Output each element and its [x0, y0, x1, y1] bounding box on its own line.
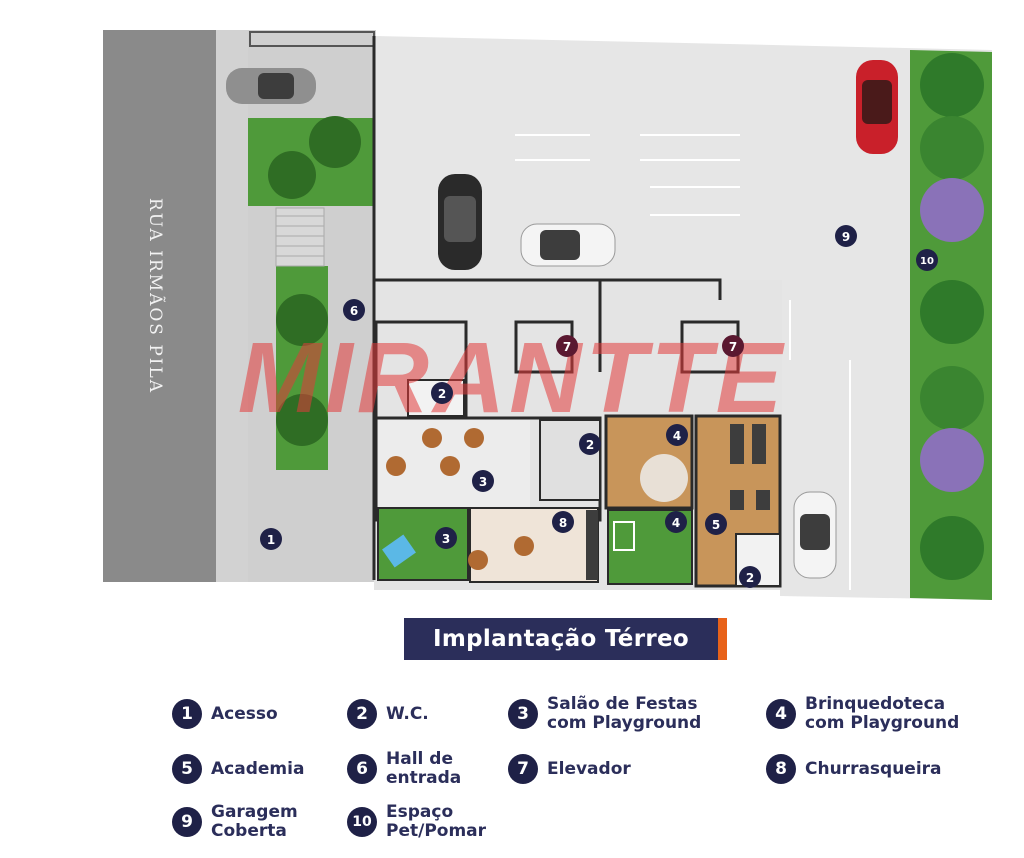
- legend-item: 1 Acesso: [172, 699, 278, 729]
- marker-5: 5: [705, 513, 727, 535]
- legend-item: 3 Salão de Festas com Playground: [508, 695, 701, 733]
- party-tables: [386, 428, 484, 476]
- car-icon: [856, 60, 898, 154]
- legend-number: 8: [766, 754, 796, 784]
- svg-text:5: 5: [712, 518, 720, 532]
- svg-text:1: 1: [267, 533, 275, 547]
- svg-text:2: 2: [746, 571, 754, 585]
- marker-7: 7: [556, 335, 578, 357]
- marker-2: 2: [579, 433, 601, 455]
- legend-label: Brinquedoteca com Playground: [805, 694, 960, 733]
- street: [103, 30, 216, 582]
- marker-6: 6: [343, 299, 365, 321]
- svg-text:2: 2: [586, 438, 594, 452]
- marker-10: 10: [916, 249, 938, 271]
- marker-2: 2: [431, 382, 453, 404]
- marker-3: 3: [435, 527, 457, 549]
- sandbox: [382, 534, 416, 568]
- marker-2: 2: [739, 566, 761, 588]
- barbecue-tables: [468, 536, 534, 570]
- svg-text:2: 2: [438, 387, 446, 401]
- svg-text:8: 8: [559, 516, 567, 530]
- sidewalk: [216, 30, 248, 582]
- svg-text:4: 4: [673, 429, 681, 443]
- street-name: RUA IRMÃOS PILA: [145, 198, 166, 394]
- palm-tree: [268, 116, 361, 199]
- legend-number: 6: [347, 754, 377, 784]
- legend-item: 5 Academia: [172, 754, 304, 784]
- svg-text:6: 6: [350, 304, 358, 318]
- legend-number: 7: [508, 754, 538, 784]
- svg-text:4: 4: [672, 516, 680, 530]
- legend-item: 4 Brinquedoteca com Playground: [766, 695, 959, 733]
- parking-stripes: [515, 134, 851, 590]
- legend-item: 10 Espaço Pet/Pomar: [347, 803, 486, 841]
- car-icon: [438, 174, 482, 270]
- car-icon: [520, 223, 616, 267]
- garage-area: [374, 36, 992, 600]
- svg-text:10: 10: [920, 256, 934, 267]
- barbecue-area: [469, 507, 599, 583]
- floor-plan: RUA IRMÃOS PILA: [103, 30, 992, 600]
- goal-icon: [613, 521, 635, 551]
- car-icon: [793, 491, 837, 579]
- legend-number: 3: [508, 699, 538, 729]
- legend-number: 5: [172, 754, 202, 784]
- gym-equipment: [730, 424, 770, 510]
- legend-label: Salão de Festas com Playground: [547, 694, 702, 733]
- legend-item: 8 Churrasqueira: [766, 754, 942, 784]
- watermark: MIRANTTE: [238, 322, 787, 434]
- palm-tree: [276, 294, 328, 446]
- svg-text:3: 3: [479, 475, 487, 489]
- title-accent: [718, 618, 727, 660]
- legend-label: Garagem Coberta: [211, 802, 298, 841]
- grill: [586, 510, 598, 580]
- legend-label: Elevador: [547, 758, 631, 779]
- legend-number: 4: [766, 699, 796, 729]
- legend-item: 9 Garagem Coberta: [172, 803, 298, 841]
- legend-item: 2 W.C.: [347, 699, 429, 729]
- legend-label: Academia: [211, 758, 305, 779]
- marker-4: 4: [665, 511, 687, 533]
- legend-label: Espaço Pet/Pomar: [386, 802, 487, 841]
- marker-8: 8: [552, 511, 574, 533]
- legend-number: 10: [347, 807, 377, 837]
- legend-number: 1: [172, 699, 202, 729]
- marker-1: 1: [260, 528, 282, 550]
- legend-label: Hall de entrada: [386, 749, 462, 788]
- legend-label: W.C.: [386, 703, 429, 724]
- plan-title: Implantação Térreo: [404, 618, 718, 660]
- svg-text:9: 9: [842, 230, 850, 244]
- fruit-trees: [920, 53, 984, 580]
- svg-text:7: 7: [563, 340, 571, 354]
- entrance-stairs: [275, 207, 325, 267]
- legend-label: Acesso: [211, 703, 278, 724]
- legend-item: 7 Elevador: [508, 754, 631, 784]
- marker-7: 7: [722, 335, 744, 357]
- marker-4: 4: [666, 424, 688, 446]
- legend-item: 6 Hall de entrada: [347, 750, 461, 788]
- car-icon: [226, 68, 316, 104]
- building-walls: [372, 36, 740, 580]
- toy-room-rug: [640, 454, 688, 502]
- marker-3: 3: [472, 470, 494, 492]
- marker-9: 9: [835, 225, 857, 247]
- svg-text:7: 7: [729, 340, 737, 354]
- svg-text:3: 3: [442, 532, 450, 546]
- legend-number: 9: [172, 807, 202, 837]
- legend-label: Churrasqueira: [805, 758, 942, 779]
- legend-number: 2: [347, 699, 377, 729]
